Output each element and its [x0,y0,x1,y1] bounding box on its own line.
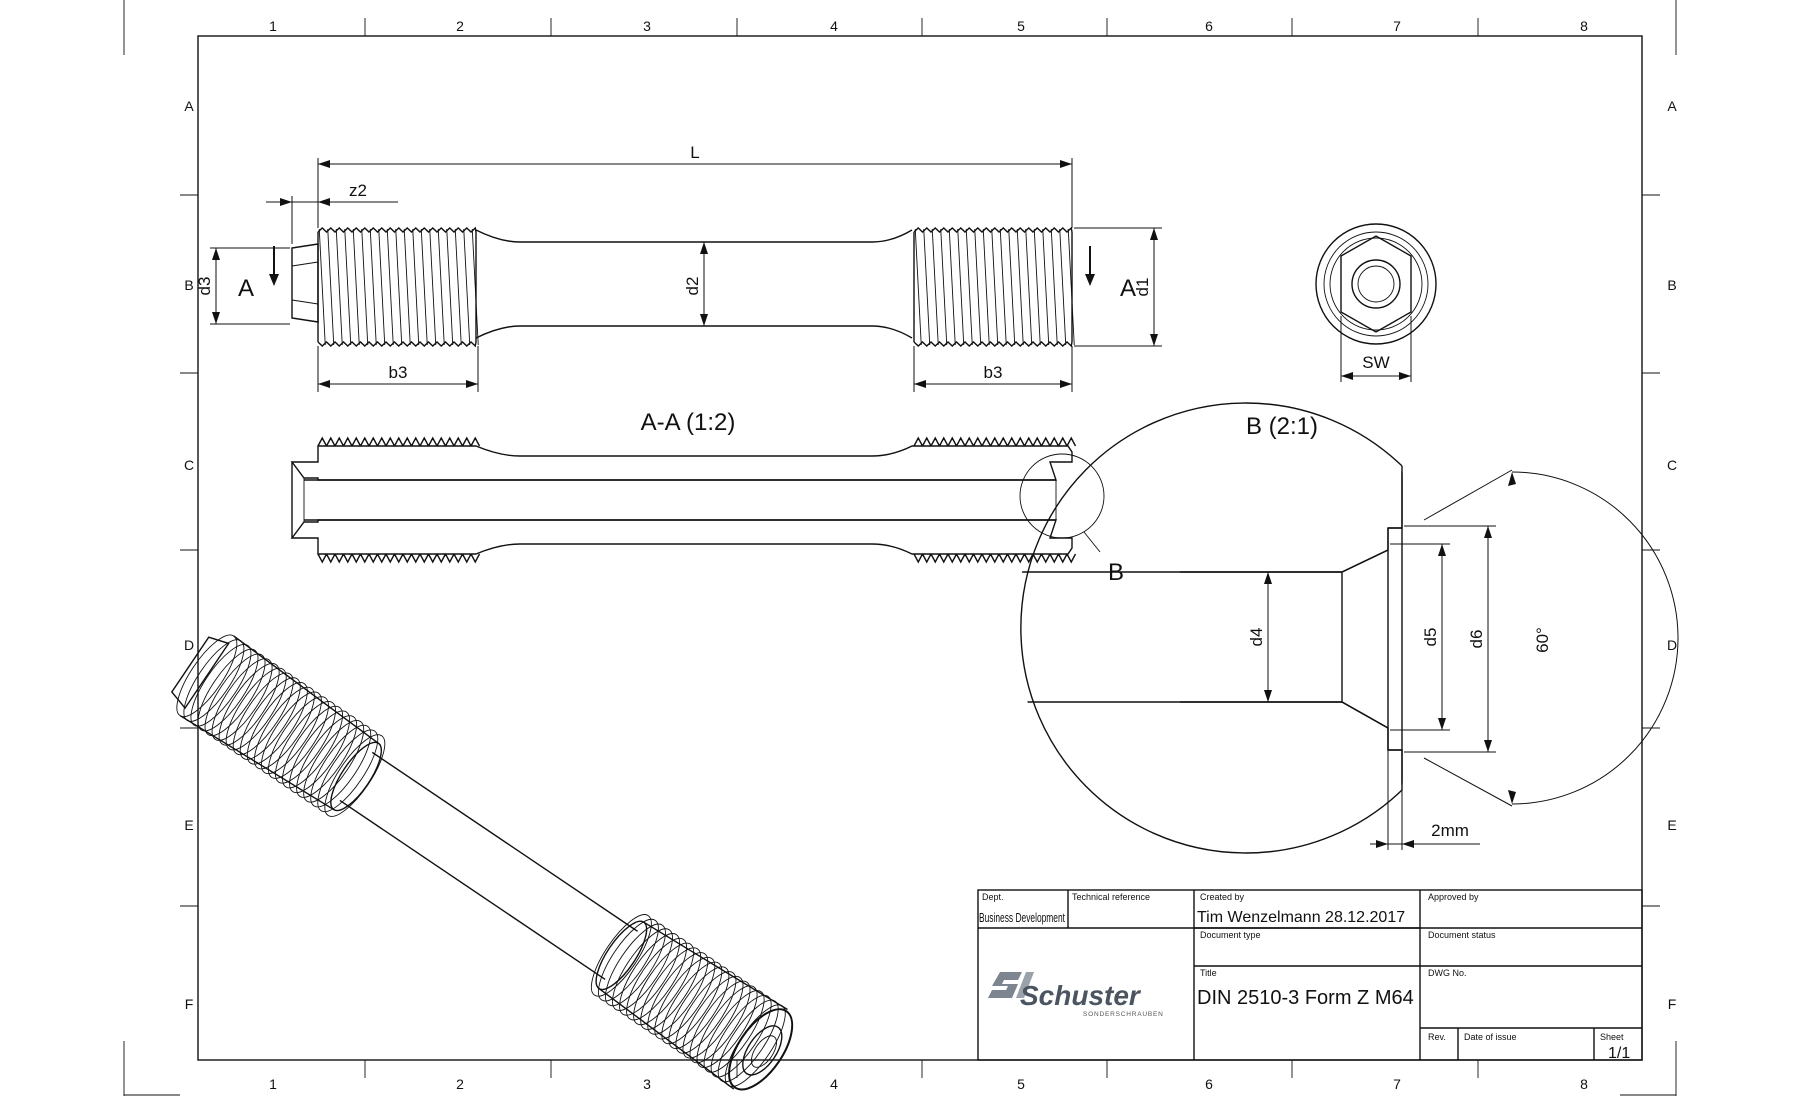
tb-document-status-label: Document status [1428,930,1496,940]
trim-marks [123,0,1677,1096]
zone-row-F-right: F [1668,996,1677,1012]
tb-sheet-value: 1/1 [1608,1045,1630,1062]
zone-labels-bottom: 1 2 3 4 5 6 7 8 [269,1076,1588,1092]
tb-dept-label: Dept. [982,892,1004,902]
iso-left-thread [176,634,386,817]
dim-b3-right: b3 [984,363,1003,382]
zone-labels-rows: A B C D E F A B C D E F [184,98,1677,1012]
zone-col-8-bottom: 8 [1580,1076,1588,1092]
tb-document-type-label: Document type [1200,930,1261,940]
dim-SW: SW [1362,353,1389,372]
dim-d3: d3 [195,277,214,296]
zone-row-E: E [184,817,193,833]
zone-col-6: 6 [1205,18,1213,34]
zone-row-A: A [184,98,194,114]
zone-row-A-right: A [1667,98,1677,114]
logo-text: Schuster [1020,980,1142,1011]
zone-col-2: 2 [456,18,464,34]
tb-sheet-label: Sheet [1600,1032,1624,1042]
dim-d5: d5 [1421,628,1440,647]
drawing-frame [197,35,1643,1061]
dim-b3-left: b3 [389,363,408,382]
tb-rev-label: Rev. [1428,1032,1446,1042]
section-view: B [290,436,1124,586]
tb-approved-by-label: Approved by [1428,892,1479,902]
zone-col-5-bottom: 5 [1017,1076,1025,1092]
isometric-view [170,634,794,1091]
dim-d2: d2 [683,277,702,296]
detail-title: B (2:1) [1246,413,1318,440]
zone-ticks [180,18,1660,1078]
dim-d1: d1 [1133,278,1152,297]
zone-labels-top: 1 2 3 4 5 6 7 8 [269,18,1588,34]
iso-right-thread [590,914,788,1090]
zone-row-E-right: E [1667,817,1676,833]
left-thread [317,226,479,348]
tb-dwg-no-label: DWG No. [1428,968,1467,978]
zone-col-2-bottom: 2 [456,1076,464,1092]
tb-dept-value: Business Development [979,910,1065,925]
zone-col-7: 7 [1393,18,1401,34]
zone-col-4-bottom: 4 [830,1076,838,1092]
zone-row-B: B [184,277,193,293]
zone-row-F: F [185,996,194,1012]
company-logo: Schuster SONDERSCHRAUBEN [988,972,1164,1018]
front-view-dimensions: L z2 d3 d2 d1 b3 b3 [195,143,1162,392]
dim-2mm: 2mm [1431,821,1469,840]
front-view [291,226,1075,348]
zone-row-B-right: B [1667,277,1676,293]
zone-row-C-right: C [1667,457,1677,473]
right-thread [913,226,1075,348]
tb-date-of-issue-label: Date of issue [1464,1032,1517,1042]
dim-z2: z2 [349,181,367,200]
section-mark-A-right: A [1120,275,1136,302]
zone-row-C: C [184,457,194,473]
end-view: SW [1315,223,1437,382]
tb-created-by-value: Tim Wenzelmann 28.12.2017 [1197,909,1405,926]
section-mark-A-left: A [238,275,254,302]
zone-col-1-bottom: 1 [269,1076,277,1092]
zone-col-1: 1 [269,18,277,34]
zone-col-3-bottom: 3 [643,1076,651,1092]
dim-L: L [690,143,699,162]
tb-title-label: Title [1200,968,1217,978]
zone-row-D: D [184,637,194,653]
zone-col-4: 4 [830,18,838,34]
tb-tech-ref-label: Technical reference [1072,892,1150,902]
title-block: Dept. Business Development Technical ref… [977,889,1643,1062]
dim-d6: d6 [1467,630,1486,649]
zone-col-5: 5 [1017,18,1025,34]
tb-title-value: DIN 2510-3 Form Z M64 [1197,987,1414,1009]
tb-created-by-label: Created by [1200,892,1245,902]
zone-col-7-bottom: 7 [1393,1076,1401,1092]
zone-col-6-bottom: 6 [1205,1076,1213,1092]
zone-col-8: 8 [1580,18,1588,34]
dim-angle-60: 60° [1533,627,1552,653]
zone-col-3: 3 [643,18,651,34]
section-title: A-A (1:2) [641,409,736,436]
logo-subtext: SONDERSCHRAUBEN [1083,1011,1164,1018]
detail-view: d4 d5 d6 60° 2mm [1015,402,1679,854]
section-thread-teeth [317,436,1077,564]
dim-d4: d4 [1247,628,1266,647]
zone-row-D-right: D [1667,637,1677,653]
